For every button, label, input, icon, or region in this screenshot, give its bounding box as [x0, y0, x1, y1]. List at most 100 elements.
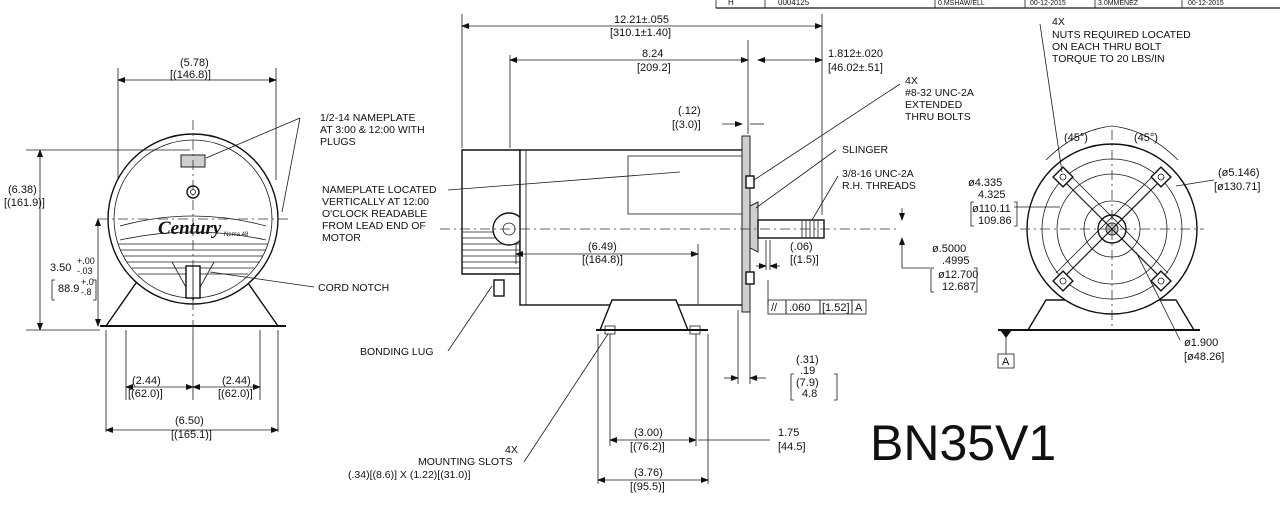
shaft-height-mm: 88.9 — [58, 283, 79, 295]
slots-note-3: (.34)[(8.6)] X (1.22)[(31.0)] — [348, 469, 471, 481]
slots-note-1: 4X — [505, 444, 518, 456]
shaft-height-mm-tol-plus: +.0 — [81, 277, 94, 287]
gap-dim-mm: [(1.5)] — [790, 254, 819, 266]
nameplate-note-5: MOTOR — [322, 232, 361, 244]
shaft-height-dim: 3.50 — [50, 262, 71, 274]
base-right-half-dim-mm: [(62.0)] — [218, 388, 253, 400]
nameplate-note-1: NAMEPLATE LOCATED — [322, 184, 437, 196]
flange-dim: (.12) — [678, 105, 701, 117]
datum-box — [997, 353, 1015, 369]
thru-bolts-note-4: THRU BOLTS — [905, 111, 971, 123]
bolt-circle-dim: (ø5.146) — [1218, 167, 1260, 179]
front-width-dim: (5.78) — [180, 57, 209, 69]
slot-width-dim-mm-2: 4.8 — [802, 388, 817, 400]
thru-bolt-nuts — [1052, 166, 1172, 292]
pilot-dim: ø4.335 — [968, 177, 1002, 189]
angle-left: (45°) — [1064, 132, 1088, 144]
title-checked: 3.0MMENEZ — [1098, 0, 1139, 7]
base-b-dim: 1.75 — [778, 427, 799, 439]
nameplate-note-4: FROM LEAD END OF — [322, 220, 426, 232]
slot-width-dim-2: .19 — [800, 365, 815, 377]
plug-note-2: AT 3:00 & 12:00 WITH — [320, 124, 425, 136]
logo-subtext: Nema 48 — [224, 232, 249, 238]
base-c-dim-mm: [(95.5)] — [630, 481, 665, 493]
base-a-dim-mm: [(76.2)] — [630, 441, 665, 453]
parallelism-symbol: // — [771, 302, 778, 314]
side-base — [598, 299, 690, 331]
thru-bolts-note-3: EXTENDED — [905, 99, 963, 111]
slot-width-dim-mm: (7.9) — [796, 377, 819, 389]
model-number: BN35V1 — [870, 415, 1056, 471]
threads-note-2: R.H. THREADS — [842, 180, 916, 192]
tolerance-value: .060 — [789, 302, 810, 314]
side-view: 12.21±.055 [310.1±1.40] 8.24 [209.2] 1.8… — [322, 14, 978, 493]
bonding-lug-shape — [493, 279, 505, 297]
bolt-circle-dim-mm: [ø130.71] — [1214, 181, 1260, 193]
front-view: Century Nema 48 (5.78) [(146.8)] (6.38) … — [4, 57, 425, 441]
bolt-distance-dim-mm: [(164.8)] — [582, 254, 623, 266]
shaft-height-mm-tol-minus: -.8 — [81, 287, 92, 297]
overall-length-dim: 12.21±.055 — [614, 14, 669, 26]
title-doc: 0004125 — [778, 0, 810, 7]
overall-length-dim-mm: [310.1±1.40] — [610, 27, 671, 39]
lead-end-cap — [461, 149, 521, 275]
shaft-end-shield — [741, 135, 751, 313]
title-block: H 0004125 0.MSHAW/ELL 00-12-2015 3.0MMEN… — [715, 0, 1280, 9]
shaft-height-tol-minus: -.03 — [77, 266, 93, 276]
pilot-dim-mm-2: 109.86 — [978, 215, 1012, 227]
pilot-dim-mm: ø110.11 — [972, 203, 1011, 215]
shaft-height-tol-plus: +.00 — [77, 256, 95, 266]
body-length-dim-mm: [209.2] — [637, 62, 671, 74]
slots-note-2: MOUNTING SLOTS — [418, 456, 513, 468]
nuts-note-1: 4X — [1052, 16, 1065, 28]
title-rev: H — [728, 0, 734, 7]
base-width-dim-mm: [(165.1)] — [171, 429, 212, 441]
shaft-dia-dim: ø.5000 — [932, 243, 966, 255]
flange-dim-mm: [(3.0)] — [672, 119, 701, 131]
plug-note-1: 1/2-14 NAMEPLATE — [320, 112, 416, 124]
slot-width-dim: (.31) — [796, 354, 819, 366]
base-a-dim: (3.00) — [634, 427, 663, 439]
front-height-dim: (6.38) — [8, 184, 37, 196]
tolerance-value-mm: [1.52] — [822, 302, 850, 314]
nuts-note-3: ON EACH THRU BOLT — [1052, 41, 1162, 53]
hub-dim-mm: [ø48.26] — [1184, 351, 1224, 363]
front-height-dim-mm: [(161.9)] — [4, 197, 45, 209]
gap-dim: (.06) — [790, 241, 813, 253]
angle-right: (45°) — [1134, 132, 1158, 144]
hub-dim: ø1.900 — [1184, 337, 1218, 349]
datum-label: A — [1002, 356, 1010, 368]
slinger-shape — [749, 201, 759, 253]
nameplate-note-3: O'CLOCK READABLE — [322, 208, 427, 220]
tolerance-datum: A — [855, 302, 863, 314]
nuts-note-2: NUTS REQUIRED LOCATED — [1052, 29, 1191, 41]
nuts-note-4: TORQUE TO 20 LBS/IN — [1052, 53, 1165, 65]
title-date1: 00-12-2015 — [1030, 0, 1066, 7]
body-length-dim: 8.24 — [642, 48, 663, 60]
bonding-lug-label: BONDING LUG — [360, 346, 434, 358]
cord-notch-label: CORD NOTCH — [318, 282, 389, 294]
front-width-dim-mm: [(146.8)] — [170, 69, 211, 81]
century-logo: Century — [158, 218, 222, 239]
motor-frame — [519, 149, 747, 306]
shaft-dia-dim-mm: ø12.700 — [938, 269, 978, 281]
base-width-dim: (6.50) — [175, 415, 204, 427]
title-drawn: 0.MSHAW/ELL — [938, 0, 985, 7]
shaft-length-dim: 1.812±.020 — [828, 48, 883, 60]
title-date2: 00-12-2015 — [1188, 0, 1224, 7]
base-c-dim: (3.76) — [634, 467, 663, 479]
threads-note-1: 3/8-16 UNC-2A — [842, 168, 914, 180]
base-left-half-dim: (2.44) — [132, 375, 161, 387]
base-left-half-dim-mm: [(62.0)] — [128, 388, 163, 400]
end-view: 4X NUTS REQUIRED LOCATED ON EACH THRU BO… — [968, 16, 1260, 369]
base-right-half-dim: (2.44) — [222, 375, 251, 387]
bolt-distance-dim: (6.49) — [588, 241, 617, 253]
thru-bolts-note-1: 4X — [905, 75, 918, 87]
thru-bolts-note-2: #8-32 UNC-2A — [905, 87, 974, 99]
pilot-dim-2: 4.325 — [978, 189, 1006, 201]
shaft-dia-dim-2: .4995 — [942, 255, 970, 267]
slinger-label: SLINGER — [842, 144, 889, 156]
base-b-dim-mm: [44.5] — [778, 441, 806, 453]
